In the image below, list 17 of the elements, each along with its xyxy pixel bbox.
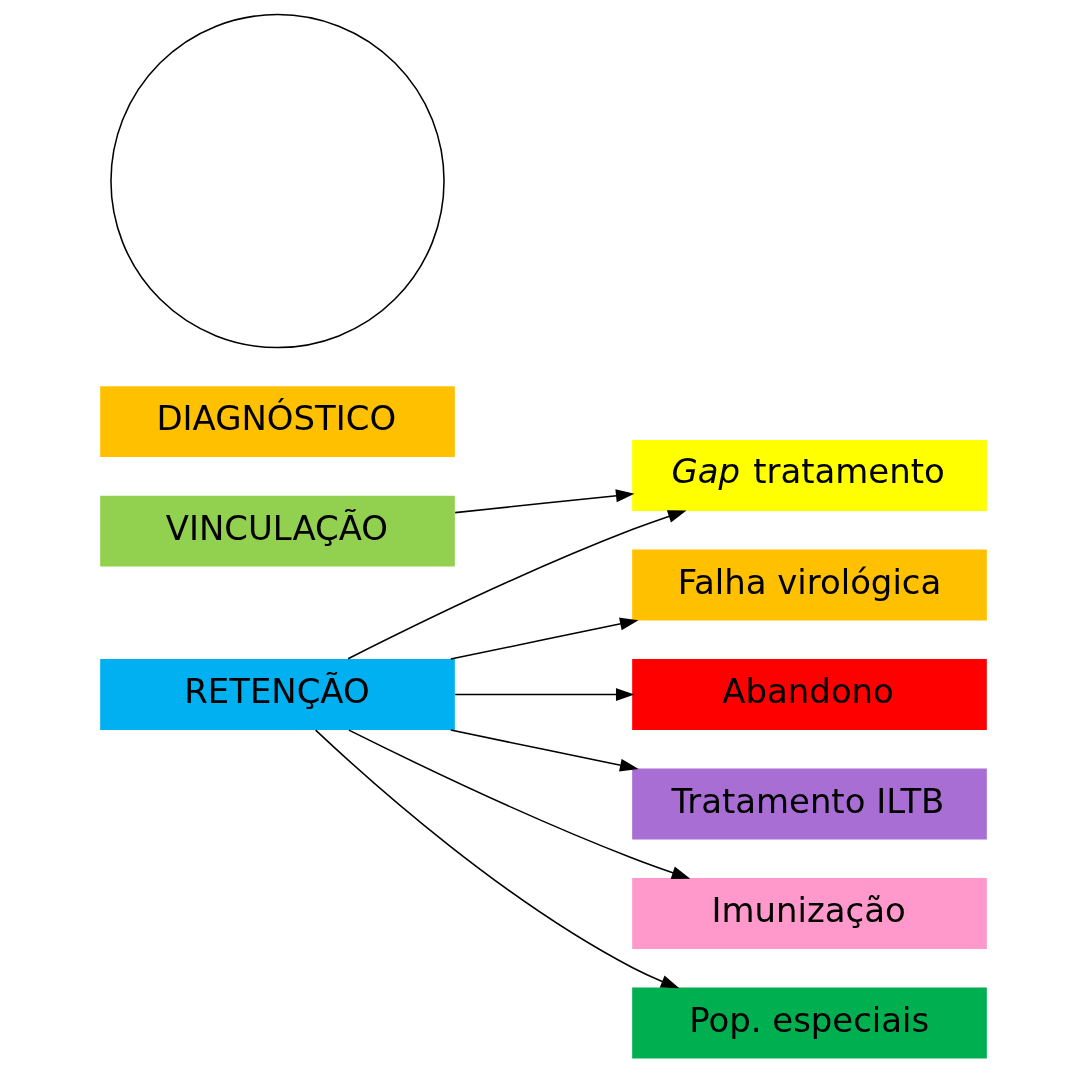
node-box: DIAGNÓSTICO [99, 386, 455, 458]
node-box: Abandono [631, 659, 987, 730]
node-box: Falha virológica [631, 549, 987, 621]
node-box: Gap tratamento [631, 440, 987, 512]
node-box: Imunização [631, 878, 987, 949]
node-box: Tratamento ILTB [631, 768, 987, 840]
arrow [449, 729, 638, 772]
arrow [453, 489, 634, 514]
node-box: VINCULAÇÃO [99, 495, 455, 567]
arrow [346, 510, 686, 660]
node-box: Pop. especiais [631, 987, 987, 1059]
arrow [453, 688, 634, 702]
arrow [314, 729, 679, 989]
arrow [347, 729, 690, 879]
arrow [449, 617, 638, 660]
node-box: RETENÇÃO [99, 659, 455, 730]
node-circle [109, 13, 445, 349]
